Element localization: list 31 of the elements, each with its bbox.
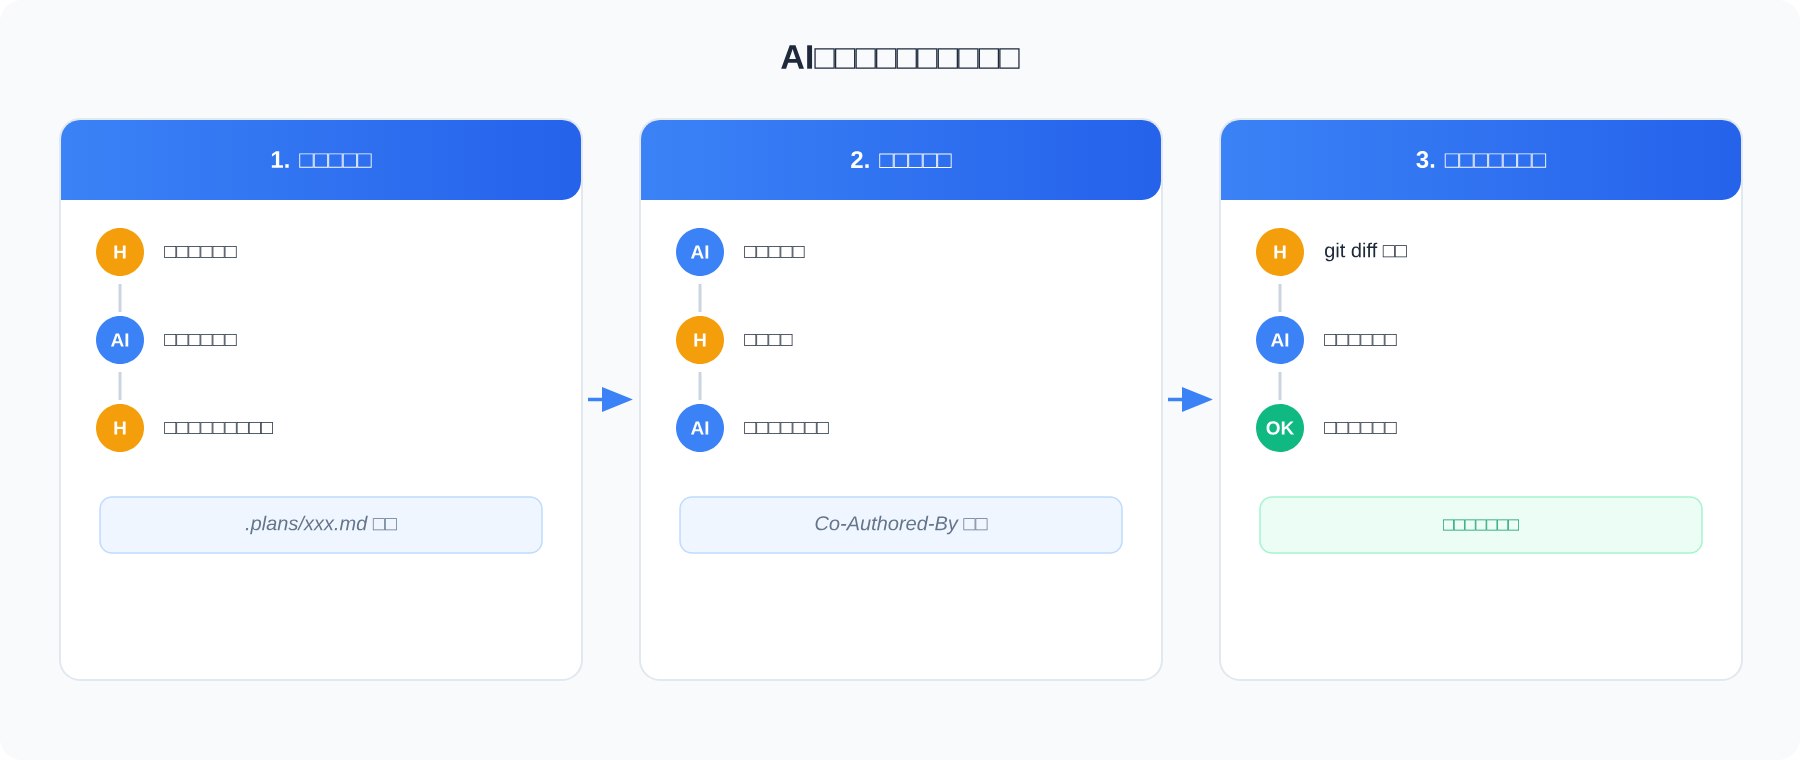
role-badge: H xyxy=(1256,228,1304,276)
connector-line xyxy=(698,284,702,312)
note-box: □□□□□□□ xyxy=(1259,496,1703,554)
role-badge: AI xyxy=(1256,316,1304,364)
step-label: □□□□□□ xyxy=(1324,334,1397,346)
step-label: □□□□□ xyxy=(744,246,805,258)
connector-line xyxy=(1278,372,1282,400)
note-box: .plans/xxx.md □□ xyxy=(99,496,543,554)
step-label: □□□□□□ xyxy=(164,334,237,346)
role-badge: AI xyxy=(96,316,144,364)
card-header: 2. □□□□□ xyxy=(851,151,952,168)
step-label: □□□□□□ xyxy=(164,246,237,258)
card-header: 1. □□□□□ xyxy=(271,151,372,168)
role-badge: H xyxy=(96,228,144,276)
connector-line xyxy=(1278,284,1282,312)
connector-line xyxy=(118,372,122,400)
connector-line xyxy=(698,372,702,400)
connector-line xyxy=(118,284,122,312)
title: AI□□□□□□□□□□ xyxy=(781,45,1020,69)
role-badge: H xyxy=(96,404,144,452)
step-label: □□□□□□□□□ xyxy=(164,422,273,434)
step-label: □□□□□□ xyxy=(1324,422,1397,434)
role-badge: AI xyxy=(676,228,724,276)
step-label: git diff □□ xyxy=(1325,242,1407,262)
role-badge: OK xyxy=(1256,404,1304,452)
card-header: 3. □□□□□□□ xyxy=(1416,151,1547,168)
note-box: Co-Authored-By □□ xyxy=(679,496,1123,554)
step-label: □□□□ xyxy=(744,334,793,346)
role-badge: AI xyxy=(676,404,724,452)
step-label: □□□□□□□ xyxy=(744,422,829,434)
role-badge: H xyxy=(676,316,724,364)
